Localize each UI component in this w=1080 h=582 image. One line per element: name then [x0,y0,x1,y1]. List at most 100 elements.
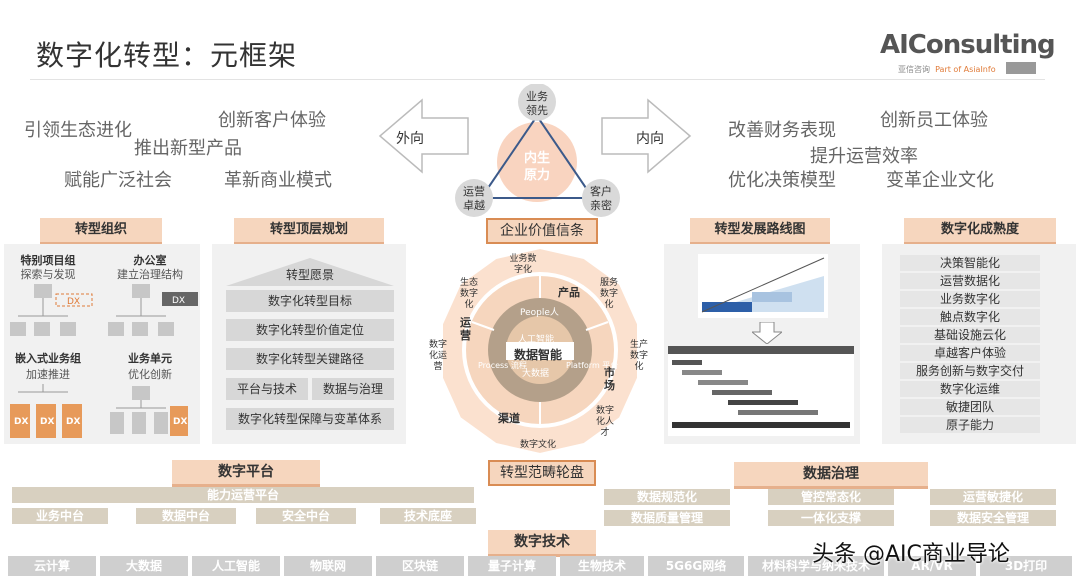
maturity-item-4: 触点数字化 [900,309,1040,325]
tech-item-5: 区块链 [376,556,464,576]
platform-label: 数字平台 [172,460,320,487]
goal-right-1: 改善财务表现 [728,120,836,141]
page-title: 数字化转型：元框架 [36,39,298,72]
svg-text:DX: DX [67,297,80,307]
value-creed-box: 企业价值信条 [486,218,598,244]
maturity-item-7: 服务创新与数字交付 [900,363,1040,379]
org-unit-3-desc: 加速推进 [26,368,70,381]
org-chart-top: DX DX [10,284,198,336]
wheel-outer-1: 业务数字化 [509,254,537,275]
wheel-outer-5: 数字文化 [519,440,556,450]
brand-logo: AIConsulting [880,30,1056,60]
org-unit-4-desc: 优化创新 [128,368,172,381]
wheel-inner-market: 市场 [604,366,615,392]
down-arrow-icon [752,322,782,344]
tech-item-7: 生物技术 [560,556,644,576]
tech-item-4: 物联网 [284,556,372,576]
org-label: 转型组织 [40,218,162,245]
governance-r2-3: 数据安全管理 [930,510,1056,526]
wheel-outer-6: 生态数字化 [459,278,478,310]
org-unit-3-name: 嵌入式业务组 [15,352,81,365]
governance-r1-2: 管控常态化 [768,489,894,505]
node-right-label: 客户亲密 [590,185,612,212]
governance-r1-3: 运营敏捷化 [930,489,1056,505]
org-unit-1-name: 特别项目组 [20,254,76,267]
svg-text:DX: DX [172,296,185,306]
wheel-inner-ops: 运营 [460,316,471,342]
goal-right-5: 变革企业文化 [886,170,994,191]
goal-left-2: 创新客户体验 [218,110,326,131]
maturity-item-3: 业务数字化 [900,291,1040,307]
governance-r2-2: 一体化支撑 [768,510,894,526]
plan-item-1: 数字化转型目标 [226,290,394,312]
tech-item-8: 5G6G网络 [648,556,744,576]
org-unit-2-name: 办公室 [133,254,167,267]
tech-item-1: 云计算 [8,556,96,576]
org-chart-bottom: DX DX DX DX [10,384,188,438]
tech-item-11: 3D打印 [980,556,1072,576]
vision-triangle [226,258,394,286]
plan-item-bottom: 数字化转型保障与变革体系 [226,408,394,430]
platform-item-2: 数据中台 [136,508,236,524]
header-divider [30,79,1045,80]
maturity-item-8: 数字化运维 [900,381,1040,397]
plan-label: 转型顶层规划 [234,218,384,245]
wheel-ring-ai: 人工智能 [518,335,555,345]
center-glow [497,122,577,202]
brand-subtitle: 亚信咨询 Part of AsiaInfo [898,65,996,74]
goal-left-3: 推出新型产品 [134,138,242,159]
plan-item-platform: 平台与技术 [226,378,308,400]
svg-text:DX: DX [14,417,28,427]
maturity-item-5: 基础设施云化 [900,327,1040,343]
goal-right-3: 提升运营效率 [810,146,918,167]
tech-label: 数字技术 [488,530,596,557]
tech-item-6: 量子计算 [468,556,556,576]
brand-badge [1006,62,1036,74]
platform-item-3: 安全中台 [256,508,356,524]
maturity-item-6: 卓越客户体验 [900,345,1040,361]
wheel-inner-channel: 渠道 [498,412,520,425]
wheel-outer-2: 服务数字化 [599,278,618,310]
watermark: 头条 @AIC商业导论 [812,542,1010,567]
wheel-outer-7: 数字化运营 [428,340,447,372]
plan-item-3: 数字化转型关键路径 [226,348,394,370]
svg-text:DX: DX [173,417,187,427]
node-right [582,179,620,217]
triangle-diagram [378,84,692,217]
outward-arrow [378,98,469,174]
transformation-wheel [441,246,639,456]
svg-text:DX: DX [40,417,54,427]
node-left-label: 运营卓越 [463,185,485,212]
goal-right-4: 优化决策模型 [728,170,836,191]
plan-item-2: 数字化转型价值定位 [226,319,394,341]
wheel-center: 数据智能 [513,348,562,362]
maturity-item-10: 原子能力 [900,417,1040,433]
platform-bar: 能力运营平台 [12,487,474,503]
org-unit-2-desc: 建立治理结构 [117,268,183,281]
tech-item-10: AR/VR [888,556,976,576]
plan-vision: 转型愿景 [285,268,334,282]
maturity-item-1: 决策智能化 [900,255,1040,271]
maturity-item-2: 运营数据化 [900,273,1040,289]
plan-item-data: 数据与治理 [312,378,394,400]
governance-label: 数据治理 [734,462,928,489]
goal-left-1: 引领生态进化 [24,120,132,141]
maturity-item-9: 敏捷团队 [900,399,1040,415]
wheel-inner-product: 产品 [558,286,580,299]
roadmap-label: 转型发展路线图 [690,218,830,245]
org-unit-4-name: 业务单元 [128,352,172,365]
wheel-ring-process: Process 流程 [478,361,527,370]
wheel-outer-3: 生产数字化 [629,340,648,372]
governance-r1-1: 数据规范化 [604,489,730,505]
node-left [455,179,493,217]
platform-item-1: 业务中台 [12,508,108,524]
wheel-ring-platform: Platform 平台 [566,361,619,370]
outward-label: 外向 [396,131,424,147]
goal-right-2: 创新员工体验 [880,110,988,131]
inward-label: 内向 [636,131,664,147]
wheel-caption: 转型范畴轮盘 [488,460,596,486]
roadmap-chart [698,254,828,318]
wheel-ring-people: People人 [520,308,559,318]
wheel-outer-4: 数字化人才 [595,406,614,438]
wheel-ring-bigdata: 大数据 [522,369,550,379]
